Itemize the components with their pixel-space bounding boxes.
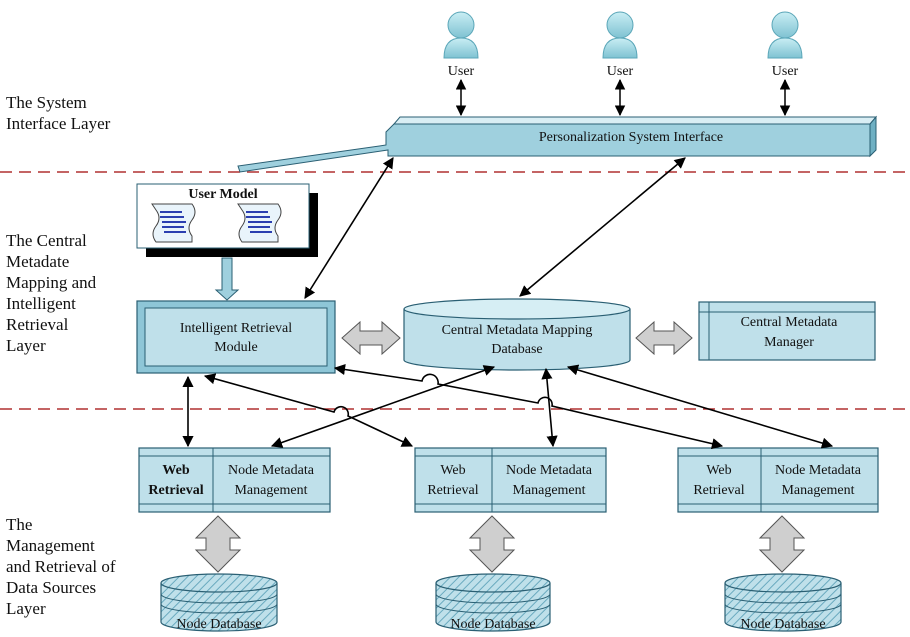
database-node3-arrow bbox=[566, 364, 834, 449]
central-metadata-manager: Central Metadata Manager bbox=[698, 301, 876, 361]
database-label-line2: Database bbox=[491, 342, 542, 357]
database-node1-arrow bbox=[270, 365, 496, 448]
retrieval-database-exchange-arrow bbox=[341, 320, 401, 356]
node-database-label: Node Database bbox=[740, 617, 825, 632]
user-label: User bbox=[772, 64, 799, 79]
manager-label-line2: Manager bbox=[764, 335, 814, 350]
node-database-exchange-arrow bbox=[758, 515, 806, 573]
user-icon bbox=[443, 11, 479, 59]
interface-retrieval-arrow bbox=[304, 157, 394, 299]
node-database-label: Node Database bbox=[450, 617, 535, 632]
web-retrieval-label-line1: Web bbox=[706, 463, 731, 478]
user-model-to-retrieval-arrow bbox=[214, 257, 240, 301]
manager-label-line1: Central Metadata bbox=[741, 315, 839, 330]
node-group-1: Web Retrieval Node Metadata Management N… bbox=[138, 447, 331, 632]
central-layer-label: The Central Metadate Mapping and Intelli… bbox=[6, 231, 97, 355]
interface-database-arrow bbox=[519, 157, 686, 297]
management-layer-label: The Management and Retrieval of Data Sou… bbox=[6, 515, 116, 618]
node-box: Web Retrieval Node Metadata Management bbox=[138, 447, 331, 513]
interface-label: Personalization System Interface bbox=[539, 130, 723, 145]
node-group-2: Web Retrieval Node Metadata Management N… bbox=[414, 447, 607, 632]
web-retrieval-label-line1: Web bbox=[440, 463, 465, 478]
user-2: User bbox=[602, 11, 638, 79]
document-scroll-icon bbox=[237, 203, 282, 243]
user-model-title: User Model bbox=[188, 187, 257, 202]
node-metadata-label-line1: Node Metadata bbox=[506, 463, 593, 478]
user-1: User bbox=[443, 11, 479, 79]
user-icon bbox=[767, 11, 803, 59]
node-group-3: Web Retrieval Node Metadata Management N… bbox=[677, 447, 879, 632]
retrieval-label-line2: Module bbox=[214, 340, 258, 355]
intelligent-retrieval-module: Intelligent Retrieval Module bbox=[136, 300, 336, 374]
node-metadata-label-line2: Management bbox=[781, 483, 854, 498]
retrieval-label-line1: Intelligent Retrieval bbox=[180, 321, 292, 336]
system-interface-layer-label: The System Interface Layer bbox=[6, 93, 111, 133]
node-database: Node Database bbox=[724, 573, 842, 632]
web-retrieval-label-line2: Retrieval bbox=[427, 483, 478, 498]
node-metadata-label-line1: Node Metadata bbox=[228, 463, 315, 478]
database-label-line1: Central Metadata Mapping bbox=[442, 323, 593, 338]
node-database-label: Node Database bbox=[176, 617, 261, 632]
web-retrieval-label-line2: Retrieval bbox=[693, 483, 744, 498]
user-model: User Model bbox=[136, 183, 318, 257]
node-metadata-label-line1: Node Metadata bbox=[775, 463, 862, 478]
retrieval-web3-arrow bbox=[333, 363, 724, 450]
central-metadata-database: Central Metadata Mapping Database bbox=[403, 298, 631, 371]
node-database-exchange-arrow bbox=[468, 515, 516, 573]
node-box: Web Retrieval Node Metadata Management bbox=[414, 447, 607, 513]
user-label: User bbox=[448, 64, 475, 79]
database-node2-arrow bbox=[541, 367, 558, 448]
node-box: Web Retrieval Node Metadata Management bbox=[677, 447, 879, 513]
connection-arrows bbox=[182, 363, 834, 450]
user-3: User bbox=[767, 11, 803, 79]
database-manager-exchange-arrow bbox=[635, 320, 693, 356]
retrieval-web2-arrow bbox=[203, 373, 414, 447]
web-retrieval-label-line1: Web bbox=[162, 463, 189, 478]
node-database-exchange-arrow bbox=[194, 515, 242, 573]
document-scroll-icon bbox=[151, 203, 196, 243]
node-metadata-label-line2: Management bbox=[512, 483, 585, 498]
node-metadata-label-line2: Management bbox=[234, 483, 307, 498]
node-database: Node Database bbox=[435, 573, 551, 632]
user-icon bbox=[602, 11, 638, 59]
user-label: User bbox=[607, 64, 634, 79]
personalization-system-interface: Personalization System Interface bbox=[237, 115, 878, 173]
node-database: Node Database bbox=[160, 573, 278, 632]
web-retrieval-label-line2: Retrieval bbox=[148, 483, 203, 498]
